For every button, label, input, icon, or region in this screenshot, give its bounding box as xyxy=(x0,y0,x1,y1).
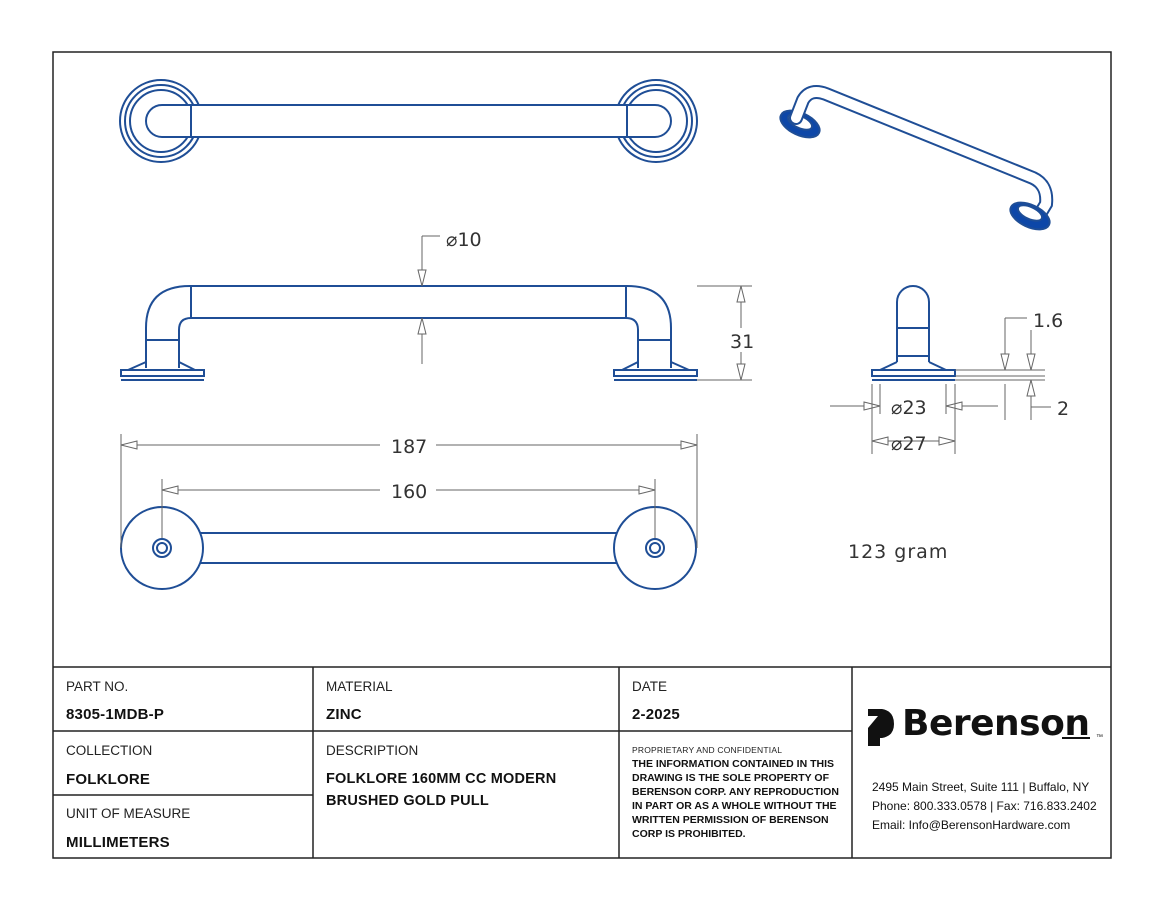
dim-arrow-overall-right xyxy=(680,440,698,450)
iso-right-base-top xyxy=(1016,204,1044,222)
part-no-label: PART NO. xyxy=(66,679,129,694)
top-view-bar xyxy=(145,104,672,138)
iso-bar-fill xyxy=(791,87,1052,219)
company-name: Berenson xyxy=(902,703,1090,744)
proprietary-label: PROPRIETARY AND CONFIDENTIAL xyxy=(632,745,783,755)
dim-arrow-height-top xyxy=(736,285,746,303)
date-label: DATE xyxy=(632,679,668,694)
side-view-flange xyxy=(879,361,947,371)
description-line-1: FOLKLORE 160MM CC MODERN xyxy=(326,771,557,787)
date-value: 2-2025 xyxy=(632,706,680,723)
notice-line: CORP IS PROHIBITED. xyxy=(632,828,746,840)
collection-value: FOLKLORE xyxy=(66,771,151,788)
company-address: 2495 Main Street, Suite 111 | Buffalo, N… xyxy=(872,780,1090,794)
front-view-left-flange xyxy=(127,361,196,371)
description-line-2: BRUSHED GOLD PULL xyxy=(326,793,489,809)
unit-of-measure-value: MILLIMETERS xyxy=(66,834,170,851)
dim-text-height: 31 xyxy=(730,331,754,353)
front-view-left-base xyxy=(120,369,205,377)
logo-shape xyxy=(868,709,894,746)
dim-arrow-cc-left xyxy=(161,485,179,495)
notice-line: DRAWING IS THE SOLE PROPERTY OF xyxy=(632,772,829,784)
front-view-right-flange xyxy=(621,361,690,371)
dim-text-diameter-inner-base: ⌀23 xyxy=(891,397,927,419)
side-view-base xyxy=(871,369,956,377)
front-view-outer-profile xyxy=(145,285,672,368)
front-view-dimensions xyxy=(417,235,752,381)
material-value: ZINC xyxy=(326,706,362,723)
part-no-value: 8305-1MDB-P xyxy=(66,706,165,723)
dim-arrow-step-bottom xyxy=(1026,379,1036,397)
dim-arrow-inner-right xyxy=(945,401,963,411)
isometric-view xyxy=(779,85,1054,231)
front-view-right-base xyxy=(613,369,698,377)
logo-cut xyxy=(868,716,878,728)
unit-of-measure-label: UNIT OF MEASURE xyxy=(66,806,191,821)
bottom-view-left-screw-hole-outer xyxy=(152,538,172,558)
bottom-view xyxy=(120,506,697,590)
dim-text-overall-length: 187 xyxy=(391,436,427,458)
side-view-dimensions xyxy=(830,317,1051,454)
notice-line: BERENSON CORP. ANY REPRODUCTION xyxy=(632,786,839,798)
company-contact: 2495 Main Street, Suite 111 | Buffalo, N… xyxy=(872,778,1097,835)
berenson-logo-mark xyxy=(868,709,894,746)
dim-text-diameter-outer-base: ⌀27 xyxy=(891,433,927,455)
dim-arrow-height-bottom xyxy=(736,363,746,381)
top-view xyxy=(119,79,698,163)
title-block-grid xyxy=(53,667,853,858)
bottom-view-dimensions xyxy=(120,434,698,548)
bottom-view-left-screw-hole-inner xyxy=(156,542,168,554)
dim-text-base-step: 2 xyxy=(1057,398,1069,420)
dim-arrow-overall-left xyxy=(120,440,138,450)
side-view xyxy=(871,285,956,381)
dim-arrow-cc-right xyxy=(638,485,656,495)
dim-arrow-thickness xyxy=(1000,353,1010,371)
bottom-view-right-screw-hole-inner xyxy=(649,542,661,554)
dim-arrow-step-top xyxy=(1026,353,1036,371)
notice-line: WRITTEN PERMISSION OF BERENSON xyxy=(632,814,829,826)
company-phone: Phone: 800.333.0578 | Fax: 716.833.2402 xyxy=(872,799,1097,813)
company-email: Email: Info@BerensonHardware.com xyxy=(872,818,1071,832)
sheet-border xyxy=(52,51,1112,859)
dim-arrow-diameter-top xyxy=(417,269,427,287)
dim-text-center-to-center: 160 xyxy=(391,481,427,503)
trademark-symbol: ™ xyxy=(1096,734,1103,741)
side-view-post xyxy=(896,285,930,362)
dim-arrow-outer-right xyxy=(938,436,956,446)
front-view-inner-profile xyxy=(178,317,639,368)
description-label: DESCRIPTION xyxy=(326,743,419,758)
confidentiality-notice: THE INFORMATION CONTAINED IN THIS DRAWIN… xyxy=(632,757,847,841)
dim-text-base-thickness: 1.6 xyxy=(1033,310,1063,332)
dim-arrow-diameter-bottom xyxy=(417,317,427,335)
bottom-view-right-screw-hole-outer xyxy=(645,538,665,558)
weight-note: 123 gram xyxy=(848,541,948,563)
dim-arrow-outer-left xyxy=(871,436,889,446)
iso-bar-outline xyxy=(789,85,1054,221)
material-label: MATERIAL xyxy=(326,679,393,694)
dim-text-diameter-bar: ⌀10 xyxy=(446,229,482,251)
notice-line: THE INFORMATION CONTAINED IN THIS xyxy=(632,758,835,770)
notice-line: IN PART OR AS A WHOLE WITHOUT THE xyxy=(632,800,837,812)
collection-label: COLLECTION xyxy=(66,743,153,758)
front-view xyxy=(120,285,698,381)
